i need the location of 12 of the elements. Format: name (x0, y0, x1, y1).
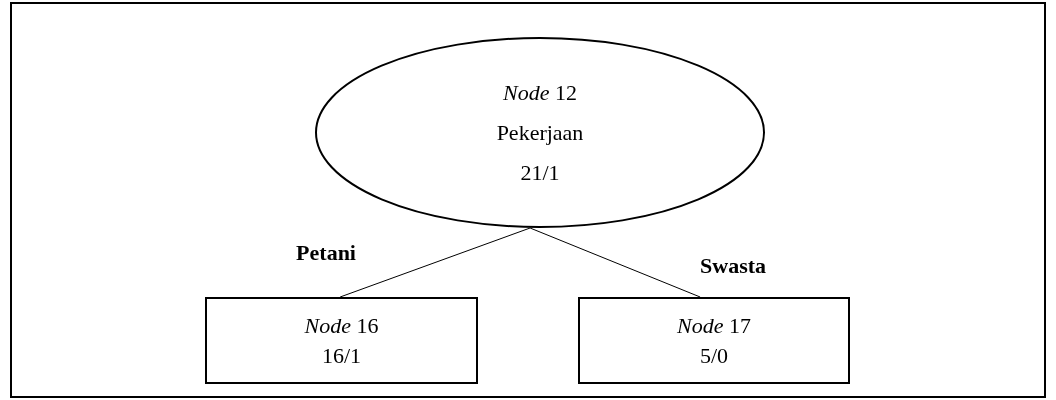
node-text: Node 17 (677, 311, 751, 340)
rectangle-node (205, 297, 478, 384)
ellipse-node (315, 37, 765, 228)
rectangle-node (578, 297, 850, 384)
node-text: 21/1 (520, 158, 560, 187)
connector-line (529, 227, 701, 298)
node-text: 16/1 (321, 341, 362, 370)
node-text: 5/0 (699, 341, 729, 370)
node-text: Pekerjaan (496, 118, 584, 147)
connector-line (339, 227, 531, 298)
node-text: Node 16 (304, 311, 379, 340)
node-text: Node 12 (503, 78, 577, 107)
